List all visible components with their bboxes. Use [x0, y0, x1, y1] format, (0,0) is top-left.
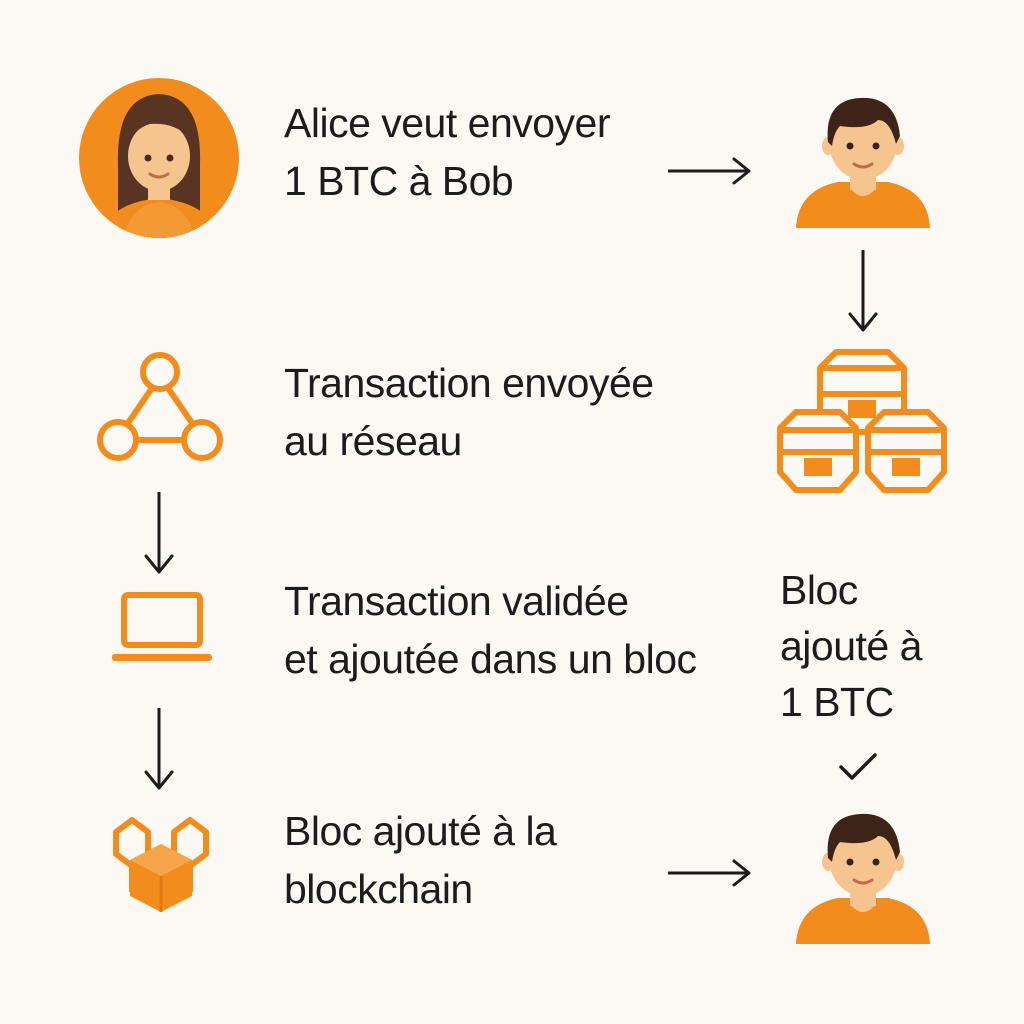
step-line: 1 BTC à Bob — [284, 158, 514, 204]
arrow-right-icon — [668, 157, 751, 185]
bob-avatar-icon — [796, 813, 930, 944]
arrow-down-icon — [848, 250, 878, 332]
step-alice-sends-text: Alice veut envoyer 1 BTC à Bob — [284, 94, 611, 210]
side-line: 1 BTC — [780, 679, 894, 725]
arrow-down-icon — [144, 708, 174, 790]
block-chain-icon — [113, 817, 209, 912]
step-block-added-text: Bloc ajouté à la blockchain — [284, 802, 557, 918]
side-block-text: Bloc ajouté à 1 BTC — [780, 562, 922, 730]
laptop-icon — [112, 592, 212, 661]
step-line: Transaction envoyée — [284, 360, 654, 406]
alice-avatar-icon — [79, 78, 239, 238]
checkmark-icon — [839, 753, 877, 780]
step-validated-text: Transaction validée et ajoutée dans un b… — [284, 572, 697, 688]
side-line: Bloc — [780, 567, 858, 613]
bob-avatar-icon — [796, 97, 930, 228]
step-line: blockchain — [284, 866, 473, 912]
step-line: Transaction validée — [284, 578, 629, 624]
blocks-stack-icon — [777, 349, 947, 493]
step-broadcast-text: Transaction envoyée au réseau — [284, 354, 654, 470]
step-line: au réseau — [284, 418, 462, 464]
step-line: Bloc ajouté à la — [284, 808, 557, 854]
step-line: et ajoutée dans un bloc — [284, 636, 697, 682]
side-line: ajouté à — [780, 623, 922, 669]
network-nodes-icon — [97, 352, 223, 461]
step-line: Alice veut envoyer — [284, 100, 611, 146]
arrow-right-icon — [668, 859, 751, 887]
arrow-down-icon — [144, 492, 174, 574]
